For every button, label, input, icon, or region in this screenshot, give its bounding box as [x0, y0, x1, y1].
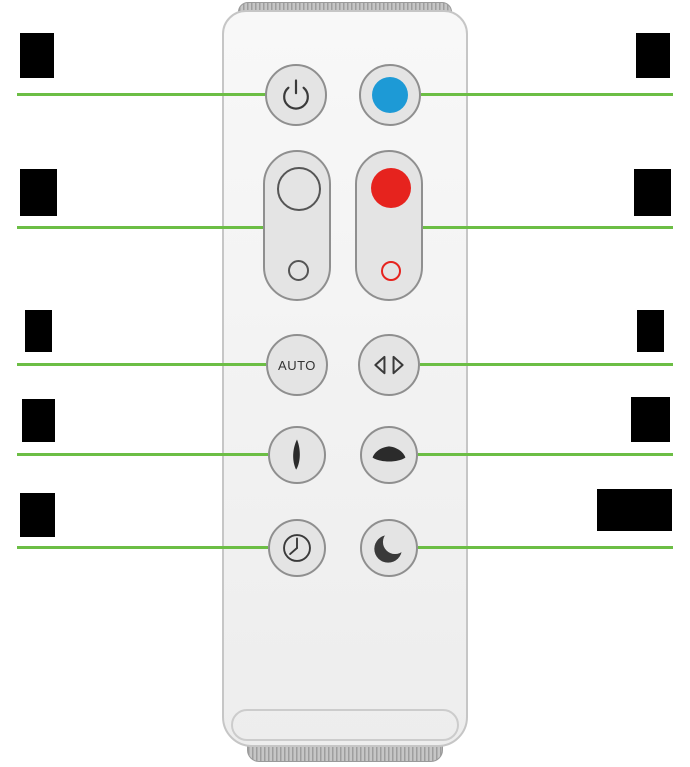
callout-box-right-1	[636, 33, 670, 78]
callout-box-left-5	[20, 493, 55, 537]
callout-box-right-3	[637, 310, 664, 352]
callout-box-right-4	[631, 397, 670, 442]
callout-line-left-4	[17, 453, 268, 456]
heat-rocker-button	[355, 150, 423, 301]
cooling-mode-button	[359, 64, 421, 126]
oscillation-triangles-icon	[374, 355, 404, 375]
callout-box-right-2	[634, 169, 671, 216]
callout-box-left-4	[22, 399, 55, 442]
callout-box-left-3	[25, 310, 52, 352]
small-ring-icon	[288, 260, 309, 281]
callout-line-right-5	[418, 546, 673, 549]
large-ring-icon	[277, 167, 321, 211]
narrow-airflow-icon	[293, 439, 300, 470]
power-button	[265, 64, 327, 126]
callout-line-left-1	[17, 93, 266, 96]
sleep-timer-button	[268, 519, 326, 577]
callout-line-right-2	[423, 226, 673, 229]
focused-airflow-button	[268, 426, 326, 484]
callout-line-right-4	[418, 453, 673, 456]
red-dot-icon	[371, 168, 411, 208]
red-ring-icon	[381, 261, 401, 281]
remote-control-body	[222, 10, 468, 747]
clock-icon	[283, 534, 311, 562]
power-icon	[283, 79, 309, 110]
airflow-speed-rocker-button	[263, 150, 331, 301]
callout-box-left-2	[20, 169, 57, 216]
moon-icon	[374, 529, 408, 563]
auto-mode-button: AUTO	[266, 334, 328, 396]
callout-line-right-3	[420, 363, 673, 366]
wide-airflow-icon	[372, 446, 406, 462]
callout-box-right-5	[597, 489, 672, 531]
blue-dot-icon	[372, 77, 408, 113]
callout-line-left-5	[17, 546, 268, 549]
callout-line-right-1	[421, 93, 673, 96]
night-mode-button	[360, 519, 418, 577]
diffused-airflow-button	[360, 426, 418, 484]
oscillation-button	[358, 334, 420, 396]
battery-cover-seam	[231, 709, 459, 741]
callout-line-left-2	[17, 226, 263, 229]
auto-button-label: AUTO	[278, 357, 316, 373]
callout-box-left-1	[20, 33, 54, 78]
callout-line-left-3	[17, 363, 266, 366]
